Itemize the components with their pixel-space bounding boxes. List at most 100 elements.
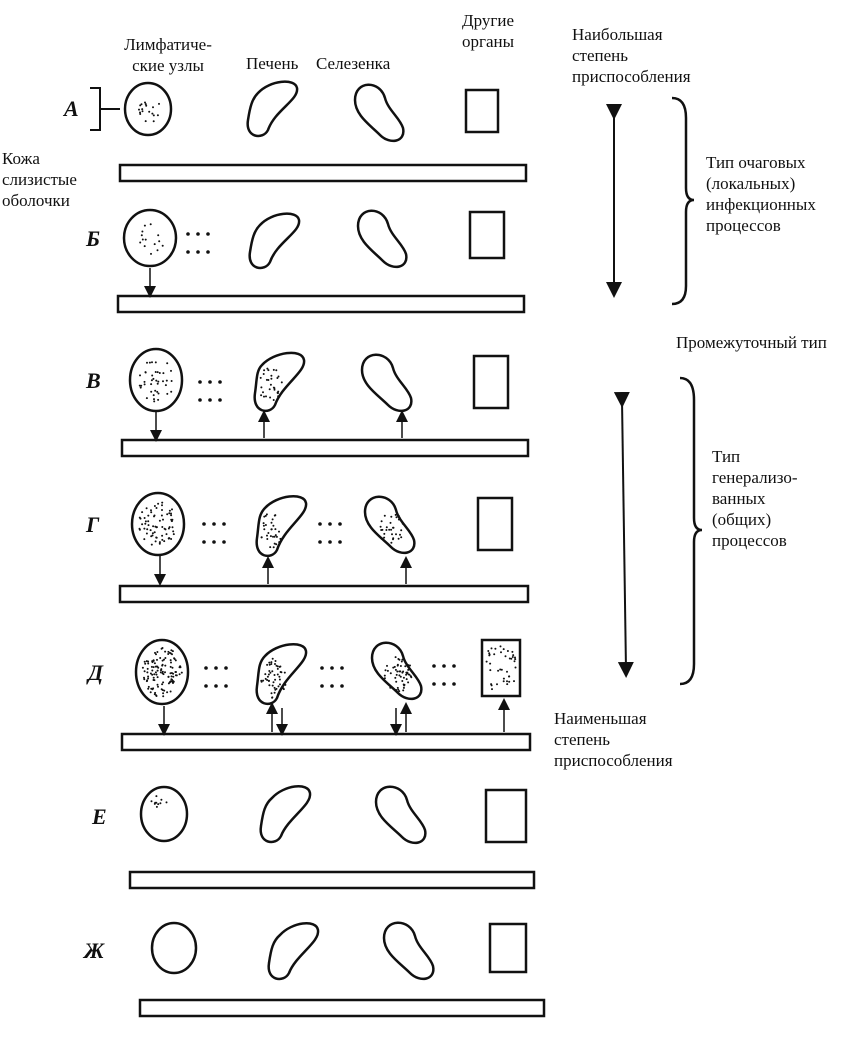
lymph-node-g bbox=[150, 921, 198, 975]
spleen-c bbox=[360, 353, 413, 413]
stipple-dot bbox=[260, 394, 263, 397]
row-c bbox=[120, 347, 530, 458]
stipple-dot bbox=[141, 230, 144, 233]
spread-dot bbox=[320, 666, 324, 670]
spread-dot bbox=[196, 250, 200, 254]
stipple-dot bbox=[275, 543, 278, 546]
stipple-dot bbox=[399, 533, 401, 536]
stipple-dot bbox=[147, 514, 150, 517]
stipple-dot bbox=[400, 529, 403, 532]
stipple-dot bbox=[168, 526, 171, 529]
stipple-dot bbox=[490, 647, 493, 650]
stipple-spleen-e bbox=[383, 656, 413, 693]
stipple-dot bbox=[389, 521, 392, 524]
stipple-dot bbox=[155, 665, 158, 668]
stipple-lymph-d bbox=[138, 501, 175, 546]
stipple-dot bbox=[269, 535, 272, 538]
stipple-dot bbox=[499, 668, 502, 671]
stipple-dot bbox=[401, 671, 404, 674]
spread-dot bbox=[218, 398, 222, 402]
stipple-dot bbox=[141, 108, 144, 111]
stipple-dot bbox=[394, 513, 397, 516]
stipple-dot bbox=[263, 395, 265, 398]
stipple-dot bbox=[143, 380, 146, 383]
other-organ-b bbox=[468, 210, 506, 260]
spread-dot bbox=[330, 666, 334, 670]
stipple-dot bbox=[163, 540, 166, 543]
stipple-dot bbox=[170, 649, 173, 652]
spread-dot bbox=[224, 666, 228, 670]
stipple-dot bbox=[157, 234, 160, 237]
spread-dot bbox=[186, 232, 190, 236]
stipple-dot bbox=[164, 657, 167, 659]
intermediate-type-label: Промежуточный тип bbox=[676, 333, 827, 352]
stipple-dot bbox=[383, 677, 386, 680]
stipple-dot bbox=[400, 660, 403, 663]
stipple-dot bbox=[145, 104, 148, 107]
stipple-dot bbox=[264, 673, 267, 676]
stipple-dot bbox=[407, 681, 410, 684]
stipple-dot bbox=[388, 528, 391, 531]
stipple-dot bbox=[267, 532, 270, 534]
stipple-dot bbox=[158, 541, 161, 544]
lymph-node-d bbox=[130, 491, 186, 557]
skin-bar-d bbox=[118, 584, 530, 604]
stipple-dot bbox=[140, 384, 143, 387]
spread-dot bbox=[206, 250, 210, 254]
stipple-dot bbox=[153, 531, 156, 534]
spread-dot bbox=[186, 250, 190, 254]
stipple-dot bbox=[150, 665, 153, 668]
spread-dot bbox=[222, 522, 226, 526]
stipple-dot bbox=[269, 546, 272, 549]
stipple-dot bbox=[405, 673, 408, 676]
spread-dot bbox=[218, 380, 222, 384]
row-label-e: Д bbox=[88, 660, 104, 685]
stipple-dot bbox=[497, 669, 500, 672]
stipple-dot bbox=[151, 669, 154, 672]
stipple-dot bbox=[151, 532, 154, 535]
stipple-dot bbox=[154, 525, 157, 528]
stipple-dot bbox=[262, 679, 265, 682]
stipple-dot bbox=[398, 670, 401, 673]
stipple-dot bbox=[409, 675, 412, 678]
row-e bbox=[120, 638, 532, 752]
stipple-dot bbox=[152, 666, 155, 669]
stipple-dot bbox=[156, 651, 159, 653]
stipple-dot bbox=[500, 651, 502, 654]
stipple-dot bbox=[278, 541, 281, 544]
stipple-dot bbox=[401, 680, 404, 682]
spleen-a bbox=[353, 83, 405, 143]
stipple-dot bbox=[502, 680, 505, 683]
stipple-dot bbox=[277, 685, 280, 688]
stipple-dot bbox=[162, 695, 165, 698]
stipple-dot bbox=[394, 656, 397, 659]
stipple-dot bbox=[276, 377, 279, 379]
row-label-f: Е bbox=[92, 804, 107, 829]
stipple-dot bbox=[153, 400, 156, 403]
stipple-dot bbox=[409, 664, 411, 667]
spread-dot bbox=[222, 540, 226, 544]
stipple-dot bbox=[280, 381, 283, 384]
stipple-dot bbox=[263, 528, 266, 531]
spread-dot bbox=[432, 682, 436, 686]
stipple-dot bbox=[383, 514, 386, 517]
stipple-dot bbox=[147, 524, 150, 527]
stipple-dot bbox=[153, 662, 156, 665]
stipple-dot bbox=[158, 519, 161, 522]
stipple-dot bbox=[514, 658, 517, 661]
stipple-dot bbox=[273, 542, 276, 545]
row-f bbox=[128, 785, 536, 890]
stipple-dot bbox=[169, 672, 172, 675]
stipple-dot bbox=[145, 397, 148, 400]
stipple-dot bbox=[262, 391, 264, 394]
stipple-dot bbox=[395, 533, 397, 536]
stipple-dot bbox=[153, 243, 156, 246]
stipple-dot bbox=[151, 688, 154, 691]
stipple-dot bbox=[146, 528, 149, 531]
stipple-dot bbox=[155, 507, 158, 509]
stipple-dot bbox=[392, 666, 395, 669]
stipple-dot bbox=[157, 666, 160, 669]
stipple-dot bbox=[390, 515, 393, 518]
stipple-dot bbox=[141, 110, 144, 113]
stipple-dot bbox=[166, 691, 169, 694]
